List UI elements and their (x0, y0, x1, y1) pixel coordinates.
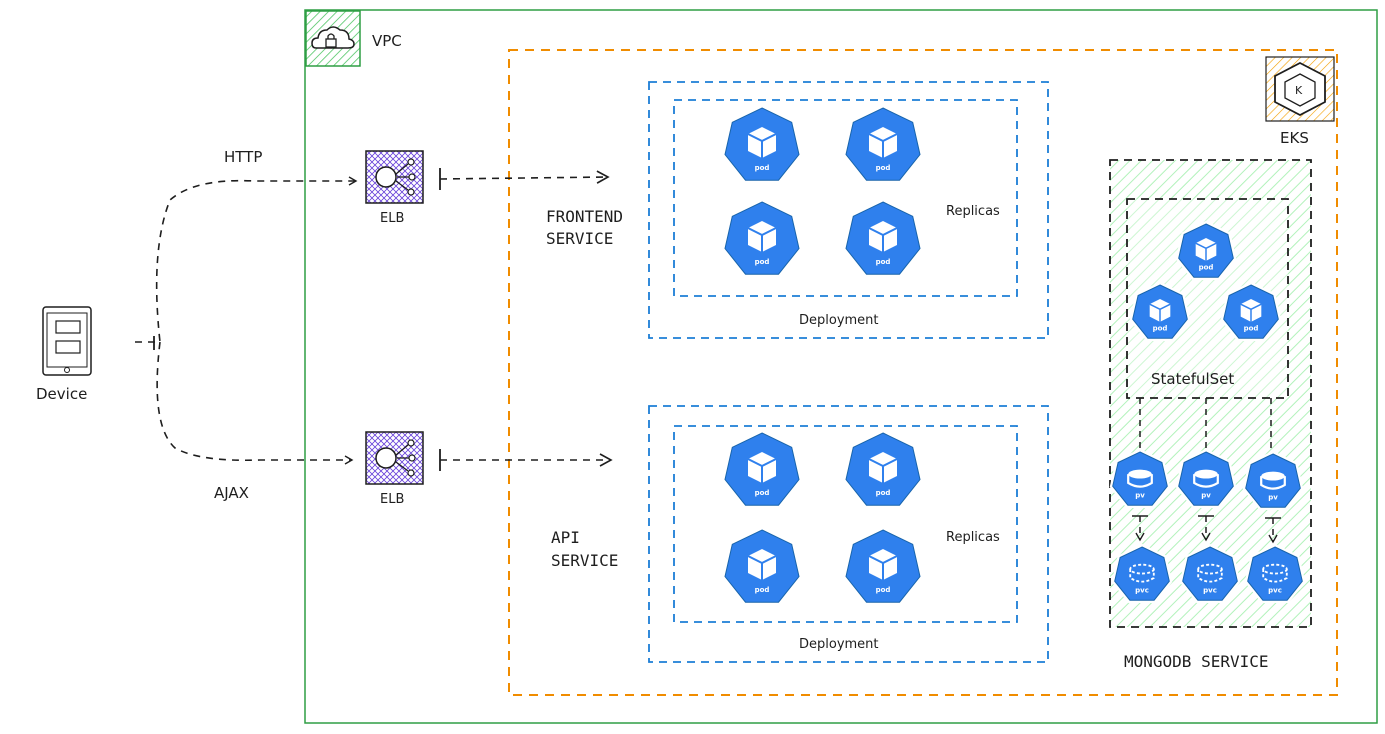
api-service-label: API (551, 528, 580, 547)
pv-icon[interactable]: pv (1175, 448, 1237, 508)
frontend-replicas-label: Replicas (946, 204, 1000, 219)
pv-icon[interactable]: pv (1242, 450, 1304, 510)
mongodb-service-label: MONGODB SERVICE (1124, 652, 1269, 671)
api-deployment-label: Deployment (799, 637, 879, 652)
pod-icon[interactable]: pod (842, 429, 924, 508)
cloud-lock-icon (305, 10, 361, 67)
api-replicas-box (673, 425, 1018, 623)
pvc-icon-label: pvc (1268, 587, 1282, 595)
eks-icon: K (1265, 56, 1335, 122)
elb-bottom-label: ELB (380, 492, 404, 507)
pod-icon-label: pod (755, 258, 770, 266)
pod-icon-label: pod (1244, 325, 1259, 333)
pod-icon-label: pod (755, 489, 770, 497)
pod-icon[interactable]: pod (1175, 220, 1237, 280)
api-replicas-label: Replicas (946, 530, 1000, 545)
pvc-icon[interactable]: pvc (1179, 543, 1241, 603)
pod-icon[interactable]: pod (721, 198, 803, 277)
pod-icon[interactable]: pod (842, 198, 924, 277)
eks-label: EKS (1280, 129, 1309, 147)
pv-icon-label: pv (1268, 494, 1278, 502)
pod-icon[interactable]: pod (721, 104, 803, 183)
pvc-icon[interactable]: pvc (1244, 543, 1306, 603)
elb-icon[interactable] (365, 431, 424, 485)
vpc-label: VPC (372, 32, 402, 50)
api-deployment-box (648, 405, 1049, 663)
pod-icon-label: pod (876, 489, 891, 497)
pod-icon[interactable]: pod (1129, 281, 1191, 341)
elb-icon[interactable] (365, 150, 424, 204)
svg-text:K: K (1295, 84, 1303, 97)
frontend-deployment-label: Deployment (799, 313, 879, 328)
pod-icon-label: pod (876, 164, 891, 172)
pv-icon-label: pv (1201, 492, 1211, 500)
pod-icon[interactable]: pod (721, 526, 803, 605)
pod-icon-label: pod (1153, 325, 1168, 333)
elb-to-frontend-connector (439, 170, 610, 184)
pvc-icon-label: pvc (1135, 587, 1149, 595)
statefulset-label: StatefulSet (1151, 370, 1234, 388)
pv-icon-label: pv (1135, 492, 1145, 500)
ajax-connector (156, 341, 354, 465)
elb-top-label: ELB (380, 211, 404, 226)
frontend-replicas-box (673, 99, 1018, 297)
api-service-label-line2: SERVICE (551, 551, 618, 570)
pod-icon[interactable]: pod (842, 526, 924, 605)
pod-icon-label: pod (755, 586, 770, 594)
pod-icon[interactable]: pod (842, 104, 924, 183)
frontend-service-label: FRONTEND (546, 207, 623, 226)
pv-icon[interactable]: pv (1109, 448, 1171, 508)
pvc-icon[interactable]: pvc (1111, 543, 1173, 603)
pod-icon[interactable]: pod (721, 429, 803, 508)
pod-icon-label: pod (876, 586, 891, 594)
mobile-device-icon[interactable] (42, 306, 92, 376)
pod-icon-label: pod (876, 258, 891, 266)
frontend-deployment-box (648, 81, 1049, 339)
pvc-icon-label: pvc (1203, 587, 1217, 595)
http-connector (135, 176, 358, 343)
http-label: HTTP (224, 148, 262, 166)
frontend-service-label-line2: SERVICE (546, 229, 613, 248)
pod-icon[interactable]: pod (1220, 281, 1282, 341)
pod-icon-label: pod (755, 164, 770, 172)
ajax-label: AJAX (214, 484, 249, 502)
pod-icon-label: pod (1199, 264, 1214, 272)
device-label: Device (36, 385, 87, 403)
vpc-boundary (304, 9, 1378, 724)
